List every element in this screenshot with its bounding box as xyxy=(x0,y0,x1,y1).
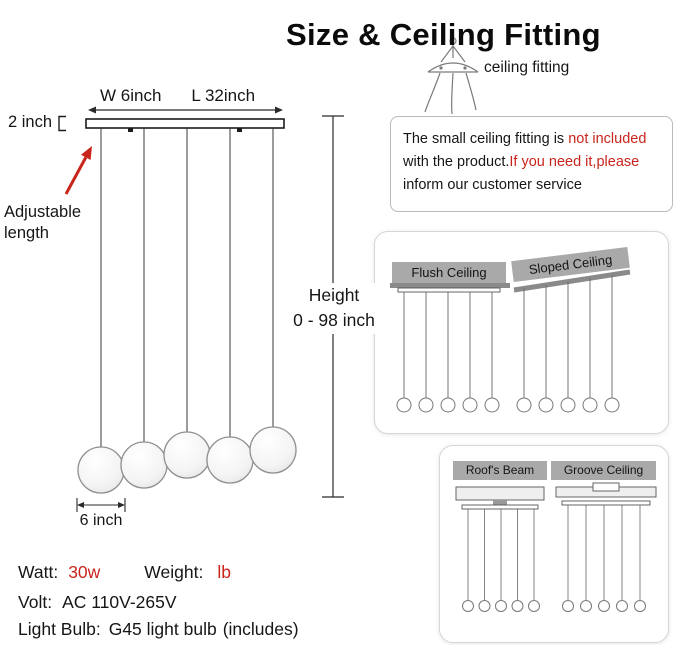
width-length-dimension-label: W 6inch L 32inch xyxy=(100,86,255,106)
canopy-bar xyxy=(58,115,285,132)
volt-label: Volt: xyxy=(18,592,53,612)
length-label: L 32inch xyxy=(191,86,256,105)
pendant-globe xyxy=(163,431,211,479)
globe-size-dimension xyxy=(76,498,126,512)
pendant-globe xyxy=(77,446,125,494)
spec-line-watt-weight: Watt: 30w Weight: lb xyxy=(18,562,231,583)
pendant-globe xyxy=(120,441,168,489)
spec-line-bulb: Light Bulb: G45 light bulb(includes) xyxy=(18,619,299,640)
note-line-1: The small ceiling fitting is not include… xyxy=(403,131,647,147)
groove-ceiling-label: Groove Ceiling xyxy=(551,461,656,480)
ceiling-fitting-label: ceiling fitting xyxy=(484,59,570,76)
weight-label: Weight: xyxy=(144,562,204,582)
note-line-3: inform our customer service xyxy=(403,177,582,194)
flush-ceiling-label: Flush Ceiling xyxy=(392,262,506,283)
pendant-globes xyxy=(77,426,297,494)
adjustable-length-arrow xyxy=(64,146,92,195)
height-label: Height 0 - 98 inch xyxy=(281,283,387,334)
volt-value: AC 110V-265V xyxy=(62,592,177,612)
spec-line-volt: Volt: AC 110V-265V xyxy=(18,592,177,613)
pendant-globe xyxy=(206,436,254,484)
height-title: Height xyxy=(308,285,360,305)
page-title: Size & Ceiling Fitting xyxy=(286,16,601,52)
ceiling-fitting-note: The small ceiling fitting is not include… xyxy=(390,116,673,212)
note-line-2: with the product.If you need it,please xyxy=(403,154,640,171)
watt-label: Watt: xyxy=(18,562,59,582)
canopy-height-label: 2 inch xyxy=(8,113,53,131)
width-label: W 6inch xyxy=(100,86,162,105)
pendant-globe xyxy=(249,426,297,474)
top-dimension-line xyxy=(88,106,283,114)
height-range: 0 - 98 inch xyxy=(293,310,375,331)
watt-value: 30w xyxy=(68,562,101,582)
bulb-note: (includes) xyxy=(222,619,299,639)
bulb-value: G45 light bulb xyxy=(108,619,217,639)
weight-value: lb xyxy=(217,562,231,582)
globe-spacing-label: 6 inch xyxy=(79,512,123,529)
roofs-beam-label: Roof's Beam xyxy=(453,461,547,480)
pendant-cords xyxy=(100,128,274,447)
canopy-height-bracket xyxy=(58,115,66,132)
adjustable-length-label: Adjustable length xyxy=(4,203,82,242)
bulb-label: Light Bulb: xyxy=(18,619,101,639)
